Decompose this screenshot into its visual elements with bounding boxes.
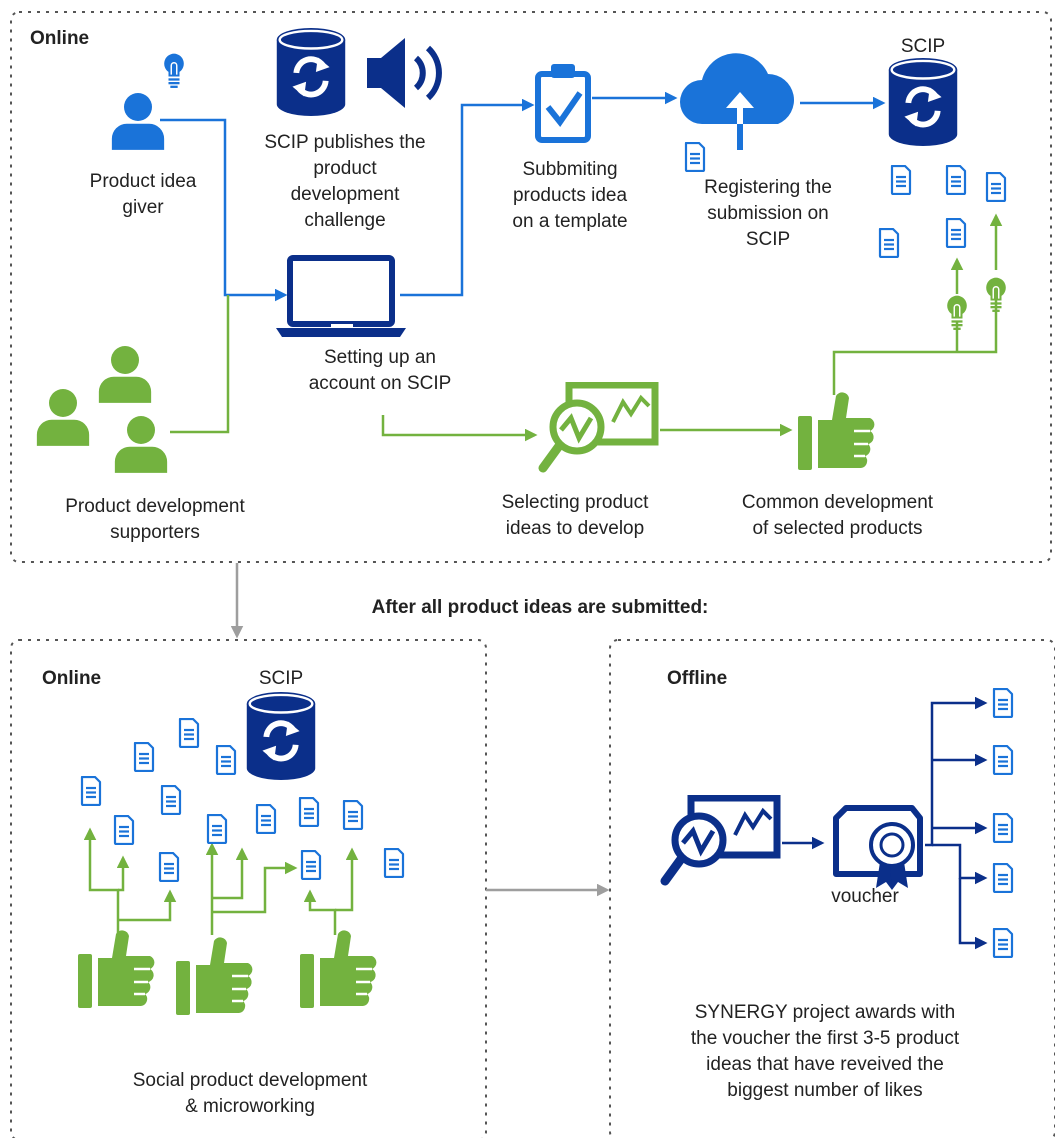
speaker-icon	[367, 38, 442, 108]
document-icon	[298, 797, 320, 827]
document-icon	[206, 814, 228, 844]
registering-label: Registering the submission on SCIP	[704, 177, 832, 250]
voucher-connectors	[925, 696, 988, 950]
document-icon	[985, 172, 1007, 202]
document-icon	[300, 850, 322, 880]
account-to-selecting-connector	[381, 415, 538, 442]
publishes-label: SCIP publishes the product development c…	[264, 132, 426, 231]
submitting-label: Subbmiting products idea on a template	[512, 159, 628, 232]
thumbs-up-icon	[300, 929, 378, 1008]
thumbs-to-bulbs-connector	[832, 300, 998, 395]
clipboard-check-icon	[535, 64, 591, 143]
lightbulb-icon	[163, 52, 185, 89]
bottom-scip-label: SCIP	[258, 668, 304, 689]
lightbulb-icon	[946, 294, 968, 331]
setting-up-label: Setting up an account on SCIP	[308, 347, 452, 394]
document-icon	[133, 742, 155, 772]
document-icon	[992, 928, 1014, 958]
document-icon	[992, 688, 1014, 718]
document-icon	[878, 228, 900, 258]
supporters-label: Product development supporters	[65, 496, 245, 543]
bottom-right-panel-label: Offline	[667, 668, 728, 689]
database-sync-icon	[889, 58, 957, 146]
cloud-upload-icon	[680, 53, 795, 150]
document-icon	[992, 863, 1014, 893]
thumbs-up-icon	[78, 929, 156, 1008]
analytics-search-icon	[543, 385, 655, 468]
document-icon	[992, 813, 1014, 843]
person-icon	[111, 93, 165, 150]
document-icon	[342, 800, 364, 830]
document-icon	[945, 218, 967, 248]
analytics-search-icon	[665, 798, 777, 881]
document-icon	[945, 165, 967, 195]
document-icon	[890, 165, 912, 195]
document-icon	[684, 142, 706, 172]
document-icon	[178, 718, 200, 748]
laptop-to-clipboard-connector	[400, 98, 535, 297]
document-icon	[160, 785, 182, 815]
awards-caption: SYNERGY project awards with the voucher …	[690, 1002, 960, 1101]
bottom-left-panel-label: Online	[42, 668, 102, 689]
selecting-label: Selecting product ideas to develop	[501, 492, 649, 539]
document-icon	[113, 815, 135, 845]
scip-label: SCIP	[900, 36, 946, 57]
document-icon	[158, 852, 180, 882]
idea-giver-label: Product idea giver	[89, 171, 197, 218]
top-panel-label: Online	[30, 28, 90, 49]
voucher-label: voucher	[831, 886, 899, 907]
document-icon	[992, 745, 1014, 775]
thumbs-up-icon	[798, 391, 876, 470]
certificate-voucher-icon	[833, 805, 923, 890]
social-caption: Social product development & microworkin…	[132, 1070, 368, 1117]
lightbulb-icon	[985, 276, 1007, 313]
thumbs-up-icon	[176, 936, 254, 1015]
middle-caption: After all product ideas are submitted:	[371, 597, 709, 618]
database-sync-icon	[247, 692, 315, 780]
document-icon	[80, 776, 102, 806]
social-connectors	[83, 827, 359, 935]
document-icon	[255, 804, 277, 834]
database-sync-icon	[277, 28, 345, 116]
document-icon	[383, 848, 405, 878]
supporters-to-laptop-connector	[170, 295, 230, 434]
laptop-icon	[276, 255, 406, 337]
giver-to-laptop-connector	[160, 118, 288, 302]
document-icon	[215, 745, 237, 775]
common-dev-label: Common development of selected products	[741, 492, 934, 539]
people-group-icon	[36, 346, 168, 473]
